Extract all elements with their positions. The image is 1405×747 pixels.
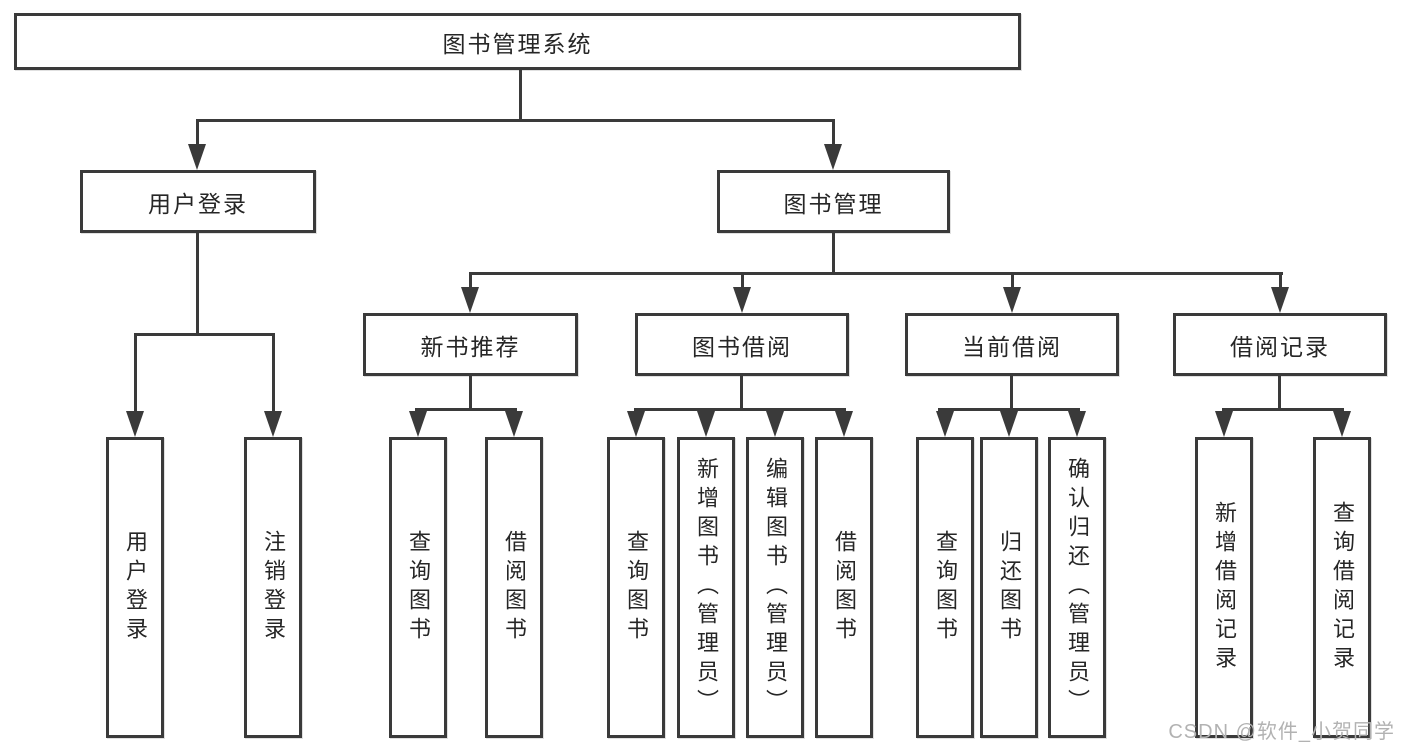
connector-line	[196, 119, 199, 147]
node-user-login: 用户登录	[80, 170, 316, 233]
arrow-down-icon	[824, 144, 842, 170]
connector-line	[740, 376, 743, 411]
leaf-confirm-return-admin: 确认归还（管理员）	[1048, 437, 1106, 738]
connector-line	[741, 272, 744, 290]
arrow-down-icon	[697, 411, 715, 437]
connector-line	[519, 70, 522, 119]
arrow-down-icon	[733, 287, 751, 313]
node-label: 图书管理	[783, 190, 884, 217]
arrow-down-icon	[1333, 411, 1351, 437]
arrow-down-icon	[766, 411, 784, 437]
node-label: 图书借阅	[692, 333, 792, 360]
connector-line	[134, 333, 137, 413]
leaf-add-books-admin: 新增图书（管理员）	[677, 437, 735, 738]
leaf-borrow-books-1: 借阅图书	[485, 437, 543, 738]
connector-line	[832, 119, 835, 147]
node-library-management-system: 图书管理系统	[14, 13, 1021, 70]
leaf-label: 借阅图书	[832, 529, 857, 646]
arrow-down-icon	[835, 411, 853, 437]
leaf-label: 查询图书	[624, 529, 649, 646]
connector-line	[634, 408, 846, 411]
connector-line	[469, 272, 1283, 275]
connector-line	[196, 119, 835, 122]
leaf-user-login: 用户登录	[106, 437, 164, 738]
arrow-down-icon	[627, 411, 645, 437]
connector-line	[469, 272, 472, 290]
leaf-label: 注销登录	[261, 529, 286, 646]
node-label: 借阅记录	[1230, 333, 1330, 360]
connector-line	[1011, 272, 1014, 290]
leaf-label: 查询图书	[406, 529, 431, 646]
leaf-label: 归还图书	[997, 529, 1022, 646]
connector-line	[272, 333, 275, 413]
connector-line	[1278, 376, 1281, 411]
arrow-down-icon	[936, 411, 954, 437]
node-label: 当前借阅	[962, 333, 1062, 360]
leaf-label: 查询图书	[933, 529, 958, 646]
leaf-borrow-books-2: 借阅图书	[815, 437, 873, 738]
leaf-edit-books-admin: 编辑图书（管理员）	[746, 437, 804, 738]
leaf-label: 确认归还（管理员）	[1065, 457, 1090, 718]
arrow-down-icon	[1000, 411, 1018, 437]
leaf-add-borrow-record: 新增借阅记录	[1195, 437, 1253, 738]
arrow-down-icon	[505, 411, 523, 437]
node-label: 用户登录	[148, 190, 248, 217]
node-book-borrowing: 图书借阅	[635, 313, 849, 376]
connector-line	[1222, 408, 1344, 411]
arrow-down-icon	[126, 411, 144, 437]
connector-line	[938, 408, 1080, 411]
connector-line	[415, 408, 517, 411]
arrow-down-icon	[188, 144, 206, 170]
leaf-query-books-3: 查询图书	[916, 437, 974, 738]
arrow-down-icon	[1271, 287, 1289, 313]
arrow-down-icon	[1003, 287, 1021, 313]
connector-line	[196, 233, 199, 333]
leaf-query-borrow-record: 查询借阅记录	[1313, 437, 1371, 738]
arrow-down-icon	[264, 411, 282, 437]
leaf-label: 新增图书（管理员）	[694, 457, 719, 718]
leaf-query-books-2: 查询图书	[607, 437, 665, 738]
node-label: 图书管理系统	[442, 30, 593, 57]
arrow-down-icon	[461, 287, 479, 313]
arrow-down-icon	[1215, 411, 1233, 437]
leaf-label: 查询借阅记录	[1330, 500, 1355, 675]
connector-line	[469, 376, 472, 411]
node-new-book-recommendation: 新书推荐	[363, 313, 578, 376]
connector-line	[1010, 376, 1013, 411]
leaf-query-books-1: 查询图书	[389, 437, 447, 738]
connector-line	[134, 333, 275, 336]
arrow-down-icon	[409, 411, 427, 437]
arrow-down-icon	[1068, 411, 1086, 437]
node-borrowing-records: 借阅记录	[1173, 313, 1387, 376]
leaf-label: 用户登录	[123, 529, 148, 646]
leaf-logout: 注销登录	[244, 437, 302, 738]
csdn-watermark: CSDN @软件_小贺同学	[1168, 721, 1395, 743]
leaf-label: 新增借阅记录	[1212, 500, 1237, 675]
node-book-management: 图书管理	[717, 170, 950, 233]
leaf-return-books: 归还图书	[980, 437, 1038, 738]
leaf-label: 编辑图书（管理员）	[763, 457, 788, 718]
connector-line	[832, 233, 835, 272]
connector-line	[1279, 272, 1282, 290]
leaf-label: 借阅图书	[502, 529, 527, 646]
node-current-borrowing: 当前借阅	[905, 313, 1119, 376]
node-label: 新书推荐	[420, 333, 521, 360]
